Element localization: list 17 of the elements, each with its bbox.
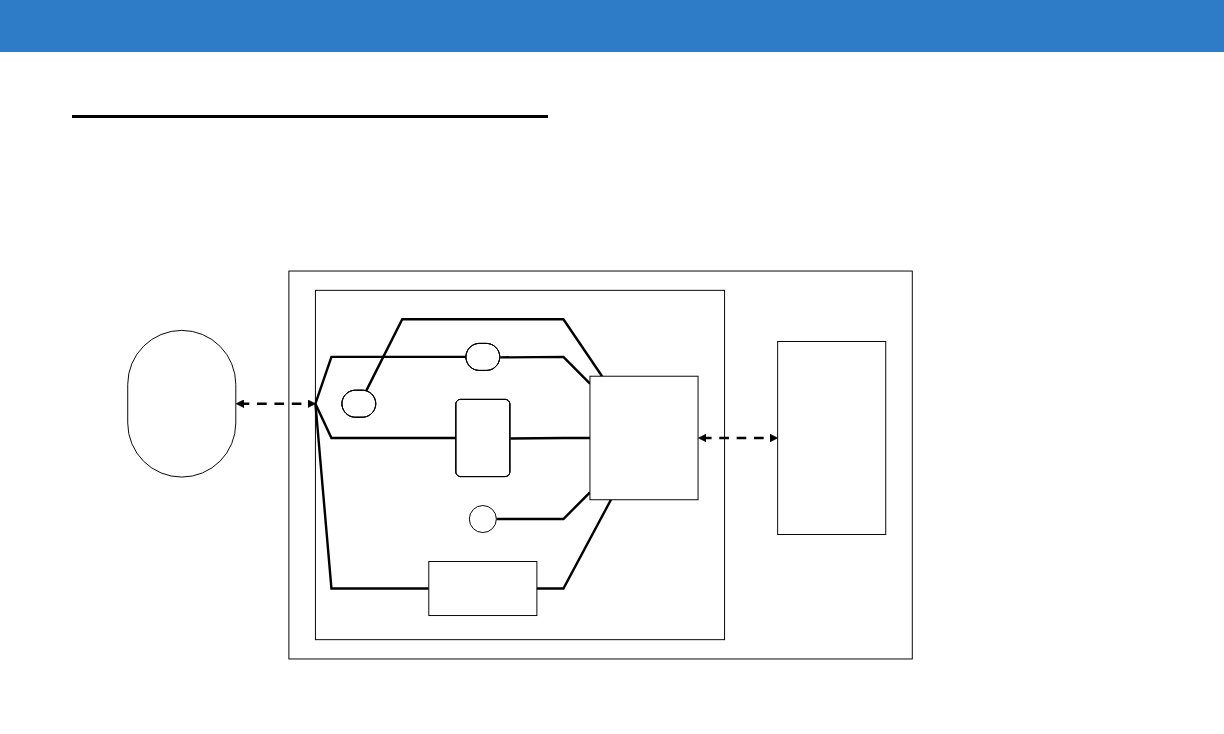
- circle-node: [468, 505, 497, 534]
- ellipse-node: [341, 389, 377, 418]
- box-node: [428, 561, 538, 617]
- connector-line: [314, 355, 466, 405]
- connector-line: [536, 499, 612, 590]
- connector-line: [510, 436, 590, 440]
- arrow: [235, 399, 316, 408]
- connector-line: [364, 318, 604, 392]
- box-node: [589, 375, 699, 501]
- connector-line: [314, 403, 456, 440]
- box-node: [777, 341, 887, 535]
- rounded-box-node: [455, 398, 511, 478]
- arrow: [698, 433, 779, 443]
- connector-line: [500, 355, 591, 385]
- connector-line: [314, 403, 429, 590]
- ellipse-node: [465, 342, 501, 371]
- connector-line: [496, 491, 591, 521]
